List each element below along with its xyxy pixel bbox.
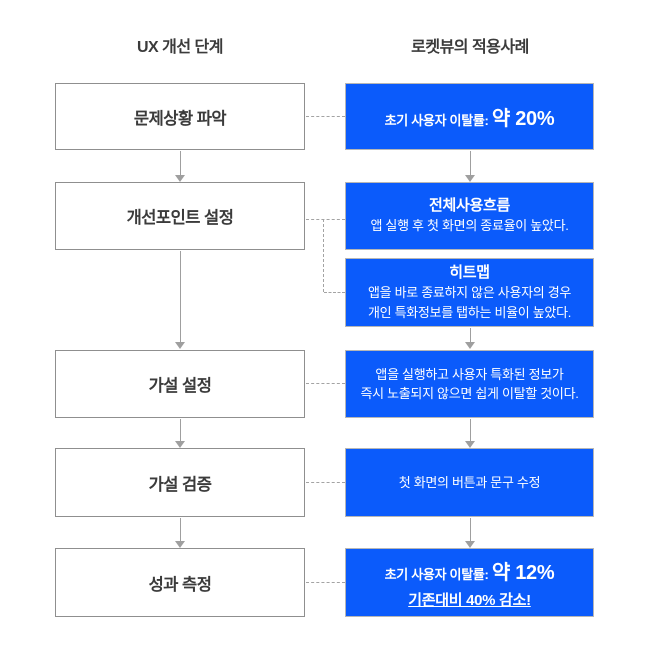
step-label: 성과 측정	[148, 575, 212, 594]
arrow-down-icon	[465, 541, 475, 548]
step-label: 개선포인트 설정	[126, 209, 234, 227]
step-box-hypothesis-validation: 가설 검증	[55, 448, 305, 517]
connector-line	[470, 518, 471, 541]
step-label: 가설 검증	[148, 475, 212, 494]
dashed-link-row1	[306, 116, 345, 117]
case-body-line: 앱을 실행하고 사용자 특화된 정보가	[375, 366, 564, 382]
step-box-result-measurement: 성과 측정	[55, 548, 305, 617]
connector-line	[180, 251, 181, 342]
result-metric: 초기 사용자 이탈률: 약 12%	[385, 556, 555, 585]
result-metric-label: 초기 사용자 이탈률:	[384, 566, 492, 582]
dashed-link-row2b	[324, 292, 345, 293]
arrow-down-icon	[465, 441, 475, 448]
dashed-link-row2a	[306, 219, 345, 220]
case-box-result-churn-rate: 초기 사용자 이탈률: 약 12% 기존대비 40% 감소!	[345, 548, 594, 617]
case-body-line: 즉시 노출되지 않으면 쉽게 이탈할 것이다.	[360, 386, 579, 401]
result-metric-value: 약 12%	[491, 561, 555, 584]
step-label: 문제상황 파악	[133, 109, 227, 128]
case-body-line: 첫 화면의 버튼과 문구 수정	[398, 474, 541, 490]
case-box-initial-churn-rate: 초기 사용자 이탈률: 약 20%	[345, 83, 594, 150]
case-box-heatmap: 히트맵 앱을 바로 종료하지 않은 사용자의 경우 개인 특화정보를 탭하는 비…	[345, 258, 594, 327]
left-column-header: UX 개선 단계	[137, 39, 224, 56]
churn-metric-label: 초기 사용자 이탈률:	[384, 113, 492, 128]
case-box-screen-copy-fix: 첫 화면의 버튼과 문구 수정	[345, 448, 594, 517]
connector-line	[180, 151, 181, 175]
case-body-line: 앱을 바로 종료하지 않은 사용자의 경우	[367, 285, 572, 301]
dashed-link-row5	[306, 582, 345, 583]
connector-line	[470, 151, 471, 175]
connector-line	[180, 419, 181, 441]
dashed-link-row3	[306, 383, 345, 384]
arrow-down-icon	[175, 541, 185, 548]
arrow-down-icon	[465, 175, 475, 182]
arrow-down-icon	[175, 342, 185, 349]
case-title: 히트맵	[449, 263, 490, 281]
case-box-hypothesis-statement: 앱을 실행하고 사용자 특화된 정보가 즉시 노출되지 않으면 쉽게 이탈할 것…	[345, 350, 594, 418]
churn-metric-value: 약 20%	[491, 108, 555, 130]
dashed-link-branch	[323, 219, 324, 292]
connector-line	[470, 419, 471, 441]
connector-line	[470, 328, 471, 342]
churn-metric: 초기 사용자 이탈률: 약 20%	[385, 102, 555, 131]
step-box-problem-identification: 문제상황 파악	[55, 83, 305, 150]
dashed-link-row4	[306, 482, 345, 483]
step-box-improvement-point: 개선포인트 설정	[55, 182, 305, 250]
arrow-down-icon	[465, 342, 475, 349]
case-body-line: 앱 실행 후 첫 화면의 종료율이 높았다.	[370, 218, 569, 234]
case-box-overall-usage-flow: 전체사용흐름 앱 실행 후 첫 화면의 종료율이 높았다.	[345, 182, 594, 250]
case-body-line: 개인 특화정보를 탭하는 비율이 높았다.	[367, 304, 572, 320]
step-label: 가설 설정	[148, 377, 212, 395]
result-metric-note: 기존대비 40% 감소!	[408, 591, 531, 609]
arrow-down-icon	[175, 175, 185, 182]
step-box-hypothesis-setting: 가설 설정	[55, 350, 305, 418]
right-column-header: 로켓뷰의 적용사례	[411, 39, 529, 56]
case-title: 전체사용흐름	[428, 197, 510, 215]
arrow-down-icon	[175, 441, 185, 448]
connector-line	[180, 518, 181, 541]
